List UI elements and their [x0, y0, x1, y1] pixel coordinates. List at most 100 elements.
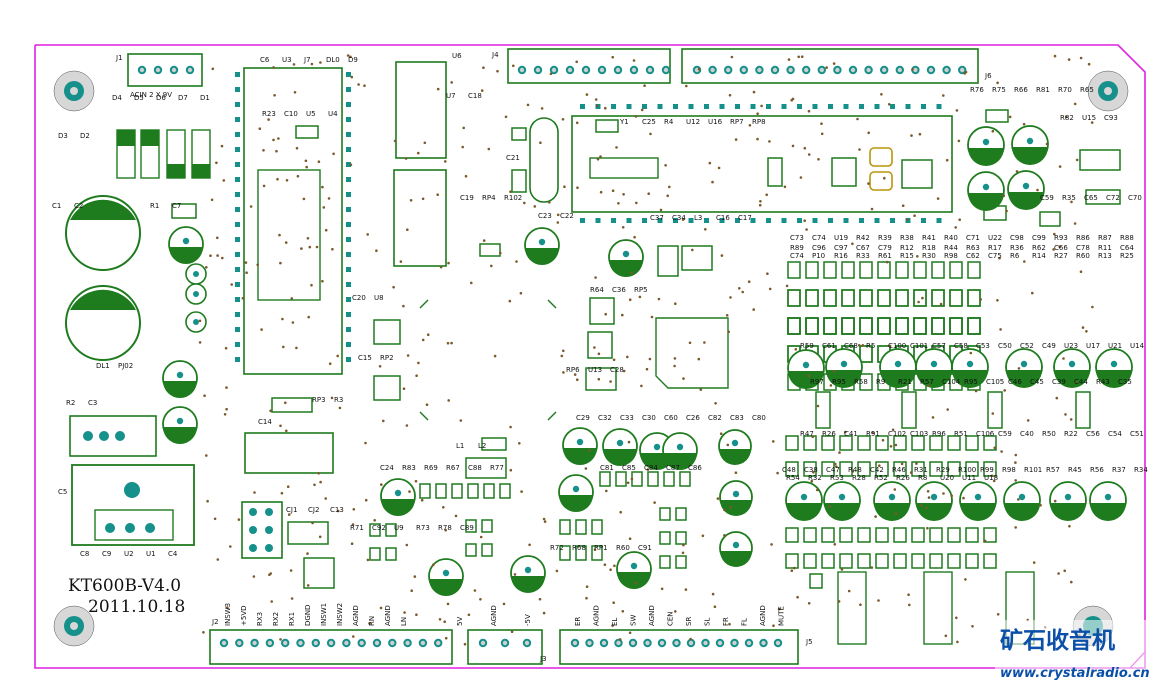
- capacitor-polarity: [960, 503, 996, 521]
- capacitor-polarity: [720, 551, 752, 567]
- pad: [235, 327, 240, 332]
- j2-pin-label: INSW1: [320, 603, 328, 626]
- refdes-label: U14: [1130, 342, 1145, 350]
- via: [447, 399, 451, 402]
- pad: [715, 638, 725, 648]
- via: [983, 539, 987, 543]
- via: [380, 483, 383, 486]
- pad: [688, 104, 694, 109]
- via: [241, 296, 245, 300]
- via: [256, 263, 260, 267]
- refdes-label: C46: [1008, 378, 1022, 386]
- pad: [235, 102, 240, 107]
- refdes-label: C21: [506, 154, 520, 162]
- via: [800, 55, 804, 58]
- refdes-label: U17: [1086, 342, 1100, 350]
- refdes-label: R51: [954, 430, 968, 438]
- refdes-label: C29: [576, 414, 590, 422]
- refdes-label: R93: [1054, 234, 1068, 242]
- via: [450, 81, 454, 84]
- pad: [744, 638, 754, 648]
- via: [653, 501, 656, 504]
- via: [964, 578, 967, 581]
- capacitor-polarity: [1004, 503, 1040, 521]
- via: [955, 616, 958, 620]
- smd-footprint: [893, 527, 907, 543]
- via: [198, 319, 202, 323]
- capacitor-polarity: [563, 448, 597, 465]
- via: [548, 201, 551, 204]
- via: [319, 61, 322, 64]
- smd-footprint: [171, 203, 197, 219]
- pad: [1022, 182, 1030, 190]
- via: [752, 308, 755, 311]
- refdes-label: U2: [124, 550, 134, 558]
- via: [759, 200, 762, 203]
- via: [1069, 418, 1073, 421]
- via: [599, 190, 603, 194]
- smd-footprint: [895, 289, 909, 307]
- via: [627, 440, 631, 444]
- via: [926, 526, 929, 530]
- refdes-label: R88: [1120, 234, 1134, 242]
- capacitor-polarity: [429, 579, 463, 596]
- smd-footprint: [675, 531, 687, 545]
- pad: [346, 132, 351, 137]
- via: [402, 387, 406, 391]
- via: [674, 610, 677, 613]
- via: [513, 573, 517, 576]
- capacitor-polarity: [511, 576, 545, 593]
- pad: [755, 65, 764, 75]
- pad: [735, 104, 740, 109]
- pad: [817, 65, 826, 75]
- smd-footprint: [585, 367, 617, 391]
- pad: [936, 218, 942, 223]
- smd-footprint: [803, 461, 817, 477]
- smd-footprint: [663, 471, 675, 487]
- via: [787, 58, 791, 61]
- via: [596, 157, 600, 161]
- refdes-label: R53: [830, 474, 844, 482]
- via: [211, 67, 215, 71]
- refdes-label: C26: [686, 414, 700, 422]
- via: [748, 124, 752, 127]
- via: [279, 638, 282, 641]
- refdes-label: C64: [1120, 244, 1134, 252]
- smd-footprint: [911, 527, 925, 543]
- capacitor-polarity: [880, 370, 916, 388]
- pad: [105, 523, 115, 533]
- smd-footprint: [949, 289, 963, 307]
- via: [523, 201, 526, 205]
- via: [286, 485, 290, 489]
- via: [726, 443, 730, 447]
- refdes-label: U18: [984, 474, 998, 482]
- refdes-label: R102: [504, 194, 522, 202]
- via: [856, 117, 859, 121]
- ic-u8-qfp: [419, 299, 557, 421]
- smd-footprint: [467, 483, 479, 499]
- j3-label: J3: [539, 655, 547, 663]
- smd-footprint: [857, 553, 871, 569]
- pad: [974, 493, 982, 501]
- capacitor-polarity: [1008, 192, 1044, 210]
- pad: [843, 218, 849, 223]
- pad: [235, 207, 240, 212]
- via: [730, 55, 734, 59]
- smd-footprint: [435, 483, 447, 499]
- pad: [249, 544, 257, 552]
- via: [615, 146, 618, 149]
- via: [597, 377, 601, 381]
- refdes-label: DL1: [96, 362, 110, 370]
- via: [275, 149, 278, 153]
- via: [490, 264, 493, 268]
- via: [1005, 209, 1008, 213]
- pad: [653, 443, 661, 451]
- via: [226, 606, 229, 609]
- refdes-label: RP8: [752, 118, 766, 126]
- refdes-label: C41: [844, 430, 858, 438]
- via: [330, 396, 334, 400]
- via: [613, 564, 616, 568]
- via: [352, 635, 355, 638]
- smd-footprint: [1075, 391, 1091, 429]
- via: [542, 611, 546, 615]
